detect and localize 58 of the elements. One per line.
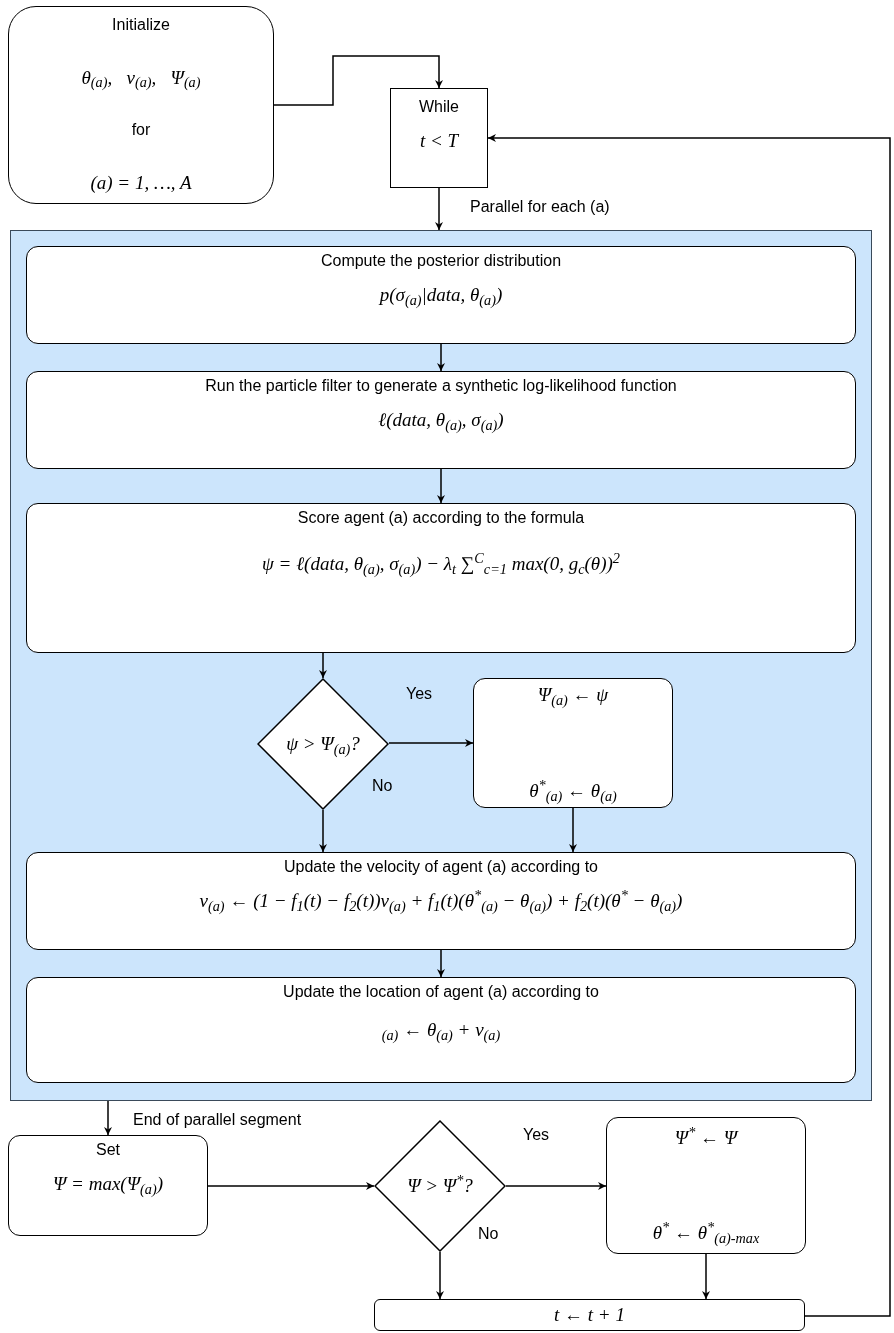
- step-text: While: [419, 97, 459, 117]
- start-box: [8, 6, 274, 204]
- decision-diamond: [374, 1120, 506, 1252]
- step-text: Score agent (a) according to the formula: [297, 508, 585, 528]
- formula: t < T: [419, 129, 459, 153]
- arrow: [319, 652, 327, 679]
- arrow: [273, 55, 443, 106]
- arrow: [104, 1100, 112, 1136]
- edge-label: Yes: [406, 684, 433, 704]
- arrow: [437, 468, 445, 504]
- edge-label: No: [478, 1224, 499, 1244]
- step-text: Run the particle filter to generate a synthetic log-likelihood function: [205, 376, 677, 396]
- step-text: for: [131, 120, 151, 141]
- process-box: [606, 1117, 806, 1254]
- step-text: Set: [96, 1140, 120, 1160]
- process-box: [26, 246, 856, 344]
- formula: θ$^{*}$$_{(a)}$ ← θ$_{(a)}$: [529, 779, 617, 803]
- edge-label: Parallel for each (a): [470, 197, 610, 217]
- arrow: [319, 809, 327, 853]
- step-text: Initialize: [112, 15, 170, 35]
- arrow: [207, 1182, 375, 1190]
- arrow: [437, 343, 445, 372]
- process-box: [26, 977, 856, 1083]
- process-box: [26, 503, 856, 653]
- step-text: Update the velocity of agent (a) according to: [284, 857, 598, 877]
- edge-label: No: [372, 776, 393, 796]
- formula: Ψ = max(Ψ$_{(a)}$): [53, 1172, 163, 1196]
- process-box: [26, 852, 856, 950]
- arrow: [702, 1253, 710, 1300]
- arrow: [437, 949, 445, 978]
- formula: ℓ(data, θ$_{(a)}$, σ$_{(a)}$): [378, 408, 504, 432]
- arrow: [388, 739, 474, 747]
- formula: Ψ$_{(a)}$ ← ψ: [537, 683, 609, 707]
- step-text: Compute the posterior distribution: [320, 251, 562, 271]
- edge-label: End of parallel segment: [133, 1110, 302, 1130]
- arrow: [436, 1251, 444, 1300]
- formula: ψ = ℓ(data, θ$_{(a)}$, σ$_{(a)}$) − λ$_{t}$ ∑$^{C}$$_{c=1}$ max(0, g$_{c}$(θ))$^{2}$: [262, 552, 620, 576]
- formula: p(σ$_{(a)}$|data, θ$_{(a)}$): [379, 283, 503, 307]
- edge-label: Yes: [523, 1125, 550, 1145]
- loop-box: [390, 88, 488, 188]
- parallel-panel: [10, 230, 872, 1101]
- arrow: [487, 134, 891, 1317]
- process-box: [26, 371, 856, 469]
- formula: ψ > Ψ$_{(a)}$?: [286, 732, 360, 756]
- arrow: [505, 1182, 607, 1190]
- step-text: Update the location of agent (a) according to: [283, 982, 599, 1002]
- formula: (a) = 1, …, A: [90, 171, 192, 195]
- arrow: [569, 807, 577, 853]
- formula: v$_{(a)}$ ← (1 − f$_{1}$(t) − f$_{2}$(t))v$_{(a)}$ + f$_{1}$(t)(θ$^{*}$$_{(a)}$ − θ$_{(a)}$) + f$_{2}$(t)(θ$^{*}$ − θ$_{(a)}$): [199, 889, 683, 913]
- formula: t ← t + 1: [554, 1303, 625, 1327]
- process-box: [8, 1135, 208, 1236]
- formula: Ψ$^{*}$ ← Ψ: [674, 1126, 738, 1150]
- formula: $_{(a)}$ ← θ$_{(a)}$ + v$_{(a)}$: [381, 1018, 501, 1042]
- process-box: [473, 678, 673, 808]
- arrow: [435, 187, 443, 231]
- formula: θ$_{(a)}$, v$_{(a)}$, Ψ$_{(a)}$: [81, 65, 201, 90]
- formula: Ψ > Ψ$^{*}$?: [407, 1174, 473, 1198]
- process-box: [374, 1299, 805, 1331]
